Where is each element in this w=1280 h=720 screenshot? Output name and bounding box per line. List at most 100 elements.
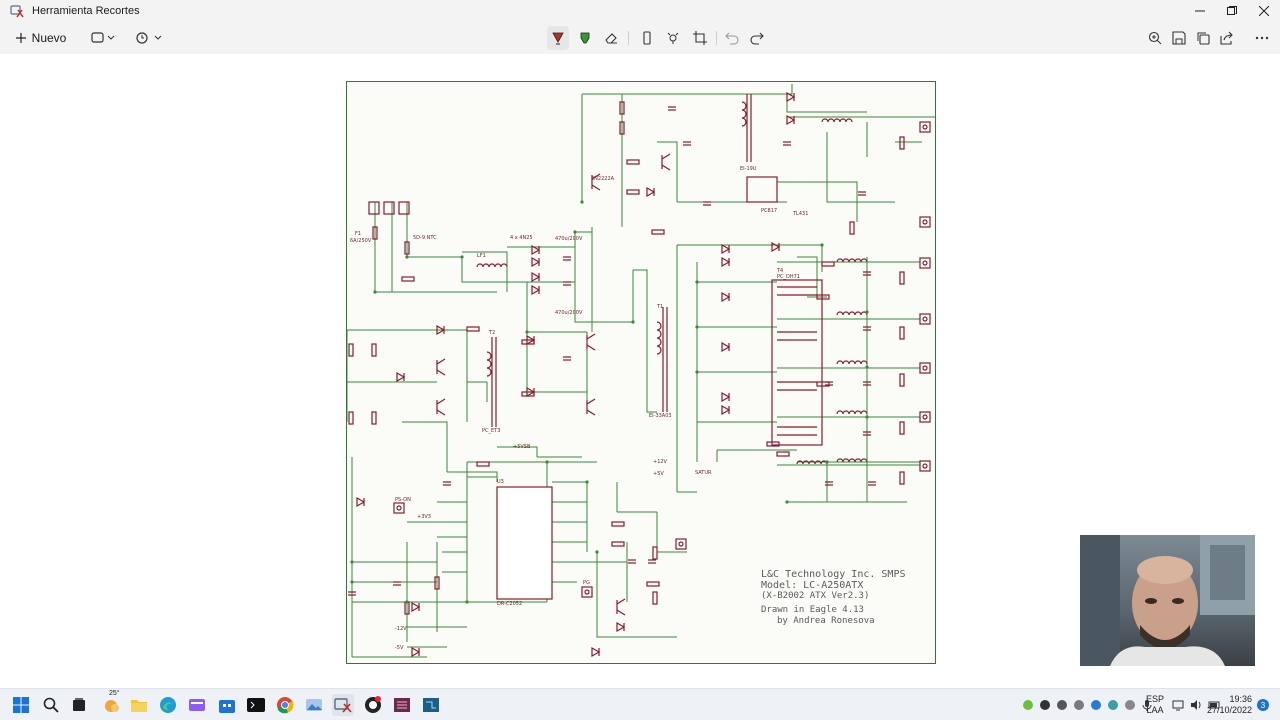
schematic-junction: [865, 310, 869, 314]
label-l1-part: SATUR: [695, 470, 712, 476]
schematic-transistor: [436, 398, 446, 416]
schematic-wire: [497, 446, 538, 457]
notification-badge[interactable]: 3: [1257, 699, 1269, 711]
more-icon: [1255, 36, 1269, 40]
obs-icon: [365, 696, 381, 713]
keyboard-layout: LAA: [1146, 705, 1164, 715]
schematic-diode: [616, 621, 626, 633]
crop-button[interactable]: [689, 26, 711, 50]
schematic-resistor: [652, 546, 658, 560]
start-button[interactable]: [10, 694, 32, 716]
schematic-junction: [865, 415, 869, 419]
schematic-junction: [405, 255, 409, 259]
schematic-junction: [595, 550, 599, 554]
cloud-icon[interactable]: [1056, 699, 1068, 711]
schematic-terminal-pin: [922, 463, 928, 469]
schematic-terminal-pin: [396, 505, 402, 511]
snipping-tool-icon: [334, 698, 352, 713]
schematic-resistor: [476, 461, 490, 467]
system-tray-icons: [1022, 689, 1153, 720]
undo-button[interactable]: [721, 26, 743, 50]
schematic-resistor: [372, 226, 378, 240]
circuit-app-button[interactable]: [420, 694, 442, 716]
schematic-resistor: [821, 261, 835, 267]
crop-icon: [693, 31, 707, 45]
highlighter-button[interactable]: [574, 26, 596, 50]
label-3v3-net: +3V3: [417, 514, 431, 520]
toolbar: Nuevo: [0, 22, 1280, 54]
schematic-wire: [462, 251, 508, 292]
schematic-terminal-pin: [584, 589, 590, 595]
minimize-button[interactable]: [1184, 0, 1216, 22]
schematic-transistor: [661, 153, 671, 171]
schematic-junction: [373, 290, 377, 294]
microphone-icon[interactable]: [1141, 699, 1153, 711]
copy-button[interactable]: [1192, 26, 1214, 50]
snip-canvas[interactable]: F1 6A/250V 5D-9 NTC LF1 4 x 4N25 470u/20…: [0, 54, 1280, 688]
bluetooth-icon[interactable]: [1090, 699, 1102, 711]
weather-widget[interactable]: 25°: [99, 690, 125, 716]
schematic-resistor: [776, 451, 790, 457]
photos-icon: [306, 699, 322, 711]
terminal-button[interactable]: [245, 694, 267, 716]
snip-mode-icon: [91, 32, 115, 43]
schematic-inductor: [476, 263, 508, 268]
window-title: Herramienta Recortes: [32, 5, 140, 17]
zoom-button[interactable]: [1144, 26, 1166, 50]
close-button[interactable]: [1248, 0, 1280, 22]
shield-icon[interactable]: [1124, 699, 1136, 711]
schematic-credit: L&C Technology Inc. SMPS Model: LC-A250A…: [761, 569, 906, 627]
file-explorer-button[interactable]: [128, 694, 150, 716]
timer-button[interactable]: [132, 26, 166, 50]
redo-icon: [750, 32, 764, 45]
onedrive-icon[interactable]: [1022, 699, 1034, 711]
ballpoint-pen-button[interactable]: [547, 26, 569, 50]
save-button[interactable]: [1168, 26, 1190, 50]
input-language[interactable]: ESP LAA: [1146, 689, 1164, 720]
security-icon[interactable]: [1039, 699, 1051, 711]
schematic-wire: [582, 84, 793, 95]
quick-settings[interactable]: [1172, 689, 1222, 720]
photos-button[interactable]: [303, 694, 325, 716]
label-5v-net: +5V: [653, 471, 664, 477]
share-button[interactable]: [1216, 26, 1238, 50]
schematic-junction: [545, 460, 549, 464]
new-snip-button[interactable]: Nuevo: [12, 26, 70, 50]
store-button[interactable]: [216, 694, 238, 716]
schematic-resistor: [611, 541, 625, 547]
edge-button[interactable]: [157, 694, 179, 716]
notepad-button[interactable]: [186, 694, 208, 716]
network-icon: [1172, 700, 1184, 711]
chrome-button[interactable]: [274, 694, 296, 716]
label-c2: 470u/200V: [555, 236, 583, 242]
obs-button[interactable]: [362, 694, 384, 716]
ide-icon: [394, 698, 410, 712]
label-fuse: F1: [355, 231, 361, 237]
task-view-button[interactable]: [68, 694, 90, 716]
clock[interactable]: 19:36 27/10/2022: [1207, 689, 1252, 720]
label-q1: 2N2222A: [591, 176, 615, 182]
language-code: ESP: [1146, 694, 1165, 704]
schematic-diode: [786, 91, 796, 103]
schematic-connector: [398, 201, 410, 215]
more-button[interactable]: [1251, 26, 1273, 50]
sync-icon[interactable]: [1073, 699, 1085, 711]
schematic-transistor: [586, 398, 596, 416]
eraser-button[interactable]: [600, 26, 622, 50]
ruler-button[interactable]: [636, 26, 658, 50]
search-button[interactable]: [40, 694, 62, 716]
weather-temp: 25°: [109, 690, 120, 697]
schematic-diode: [591, 646, 601, 658]
schematic-diode: [721, 291, 731, 303]
touch-writing-button[interactable]: [662, 26, 684, 50]
redo-button[interactable]: [746, 26, 768, 50]
wifi-status-icon[interactable]: [1107, 699, 1119, 711]
maximize-button[interactable]: [1216, 0, 1248, 22]
label-bridge: 4 x 4N25: [510, 235, 533, 241]
webcam-overlay: [1080, 535, 1255, 666]
snipping-tool-taskbar-button[interactable]: [332, 694, 354, 716]
ide-button[interactable]: [391, 694, 413, 716]
schematic-junction: [460, 255, 464, 259]
snip-mode-button[interactable]: [86, 26, 120, 50]
copy-icon: [1197, 32, 1210, 45]
